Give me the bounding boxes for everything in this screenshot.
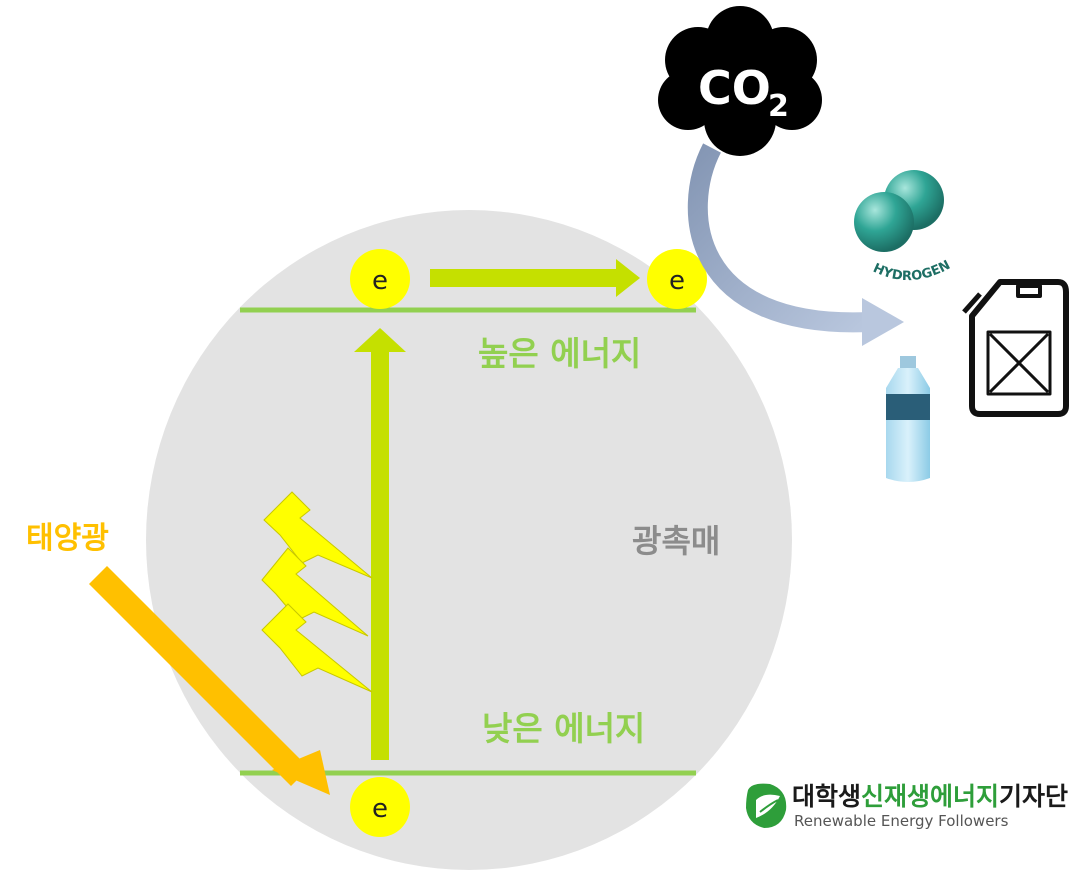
low-energy-label: 낮은 에너지 bbox=[482, 709, 645, 748]
jerry-can-icon bbox=[964, 282, 1066, 414]
co2-text: CO bbox=[698, 61, 771, 115]
co2-cloud-icon: CO 2 bbox=[658, 6, 822, 156]
electron-label: e bbox=[372, 794, 388, 824]
logo-subtitle: Renewable Energy Followers bbox=[794, 812, 1009, 830]
logo-name-part-1: 대학생 bbox=[792, 782, 861, 811]
logo-name-part-3: 기자단 bbox=[999, 782, 1068, 811]
co2-subscript: 2 bbox=[768, 89, 789, 124]
electron-label: e bbox=[372, 266, 388, 296]
photocatalyst-label: 광촉매 bbox=[632, 522, 720, 560]
electron-high-right: e bbox=[647, 249, 707, 309]
logo-name-part-2: 신재생에너지 bbox=[861, 782, 999, 811]
high-energy-label: 높은 에너지 bbox=[478, 334, 641, 373]
leaf-logo-icon bbox=[746, 784, 786, 828]
water-bottle-icon bbox=[886, 356, 930, 482]
electron-low: e bbox=[350, 777, 410, 837]
hydrogen-molecule-icon: HYDROGEN bbox=[854, 170, 953, 284]
electron-label: e bbox=[669, 266, 685, 296]
sunlight-label: 태양광 bbox=[26, 521, 109, 556]
hydrogen-label: HYDROGEN bbox=[871, 258, 953, 284]
electron-high-left: e bbox=[350, 249, 410, 309]
logo-title: 대학생신재생에너지기자단 bbox=[792, 782, 1068, 811]
